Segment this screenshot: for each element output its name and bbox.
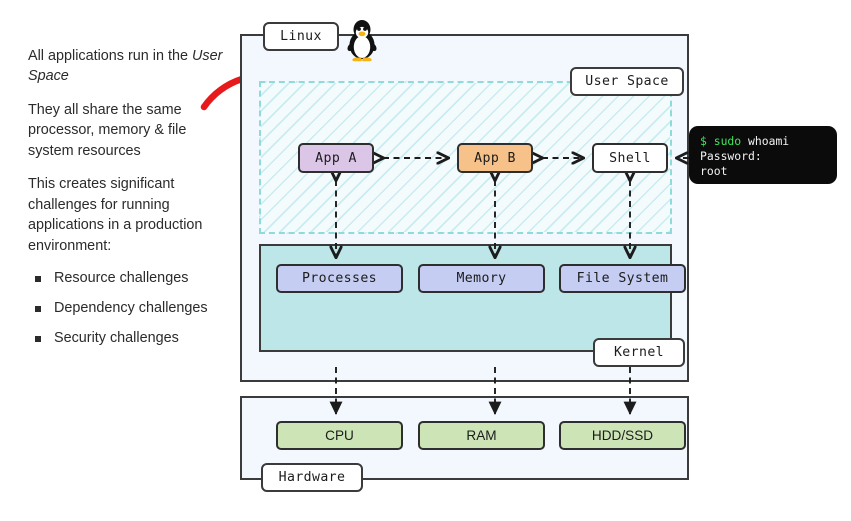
bullet-resource-challenges: Resource challenges [28,269,233,288]
kernel-region [259,244,672,352]
node-cpu[interactable]: CPU [276,421,403,450]
bullet-security-challenges: Security challenges [28,329,233,348]
paragraph-user-space: All applications run in the User Space [28,46,233,87]
terminal-line-output: root [700,163,728,178]
node-file-system[interactable]: File System [559,264,686,293]
node-memory[interactable]: Memory [418,264,545,293]
paragraph-challenges-intro: This creates significant challenges for … [28,176,203,254]
node-app-b[interactable]: App B [457,143,533,173]
label-kernel: Kernel [593,338,685,367]
label-user-space: User Space [570,67,684,96]
node-hdd-ssd[interactable]: HDD/SSD [559,421,686,450]
terminal-command-sudo: sudo [713,134,742,148]
paragraph-1-before: All applications run in the [28,48,192,64]
node-ram[interactable]: RAM [418,421,545,450]
terminal-line-password: Password: [700,148,762,163]
label-hardware: Hardware [261,463,363,492]
node-processes[interactable]: Processes [276,264,403,293]
terminal-line-command: $ sudo whoami [700,134,837,149]
terminal-prompt-symbol: $ [700,134,707,148]
node-app-a[interactable]: App A [298,143,374,173]
challenges-bullet-list: Resource challenges Dependency challenge… [28,269,233,348]
terminal-command-arg: whoami [748,134,790,148]
bullet-dependency-challenges: Dependency challenges [28,299,233,318]
node-shell[interactable]: Shell [592,143,668,173]
paragraph-1-emphasis: User Space [28,48,223,85]
label-linux: Linux [263,22,339,51]
linux-penguin-icon [347,20,377,62]
explanatory-text-column: All applications run in the User Space T… [28,46,233,359]
paragraph-shared-resources: They all share the same processor, memor… [28,101,187,159]
terminal-window[interactable]: $ sudo whoami Password: root [689,126,837,184]
